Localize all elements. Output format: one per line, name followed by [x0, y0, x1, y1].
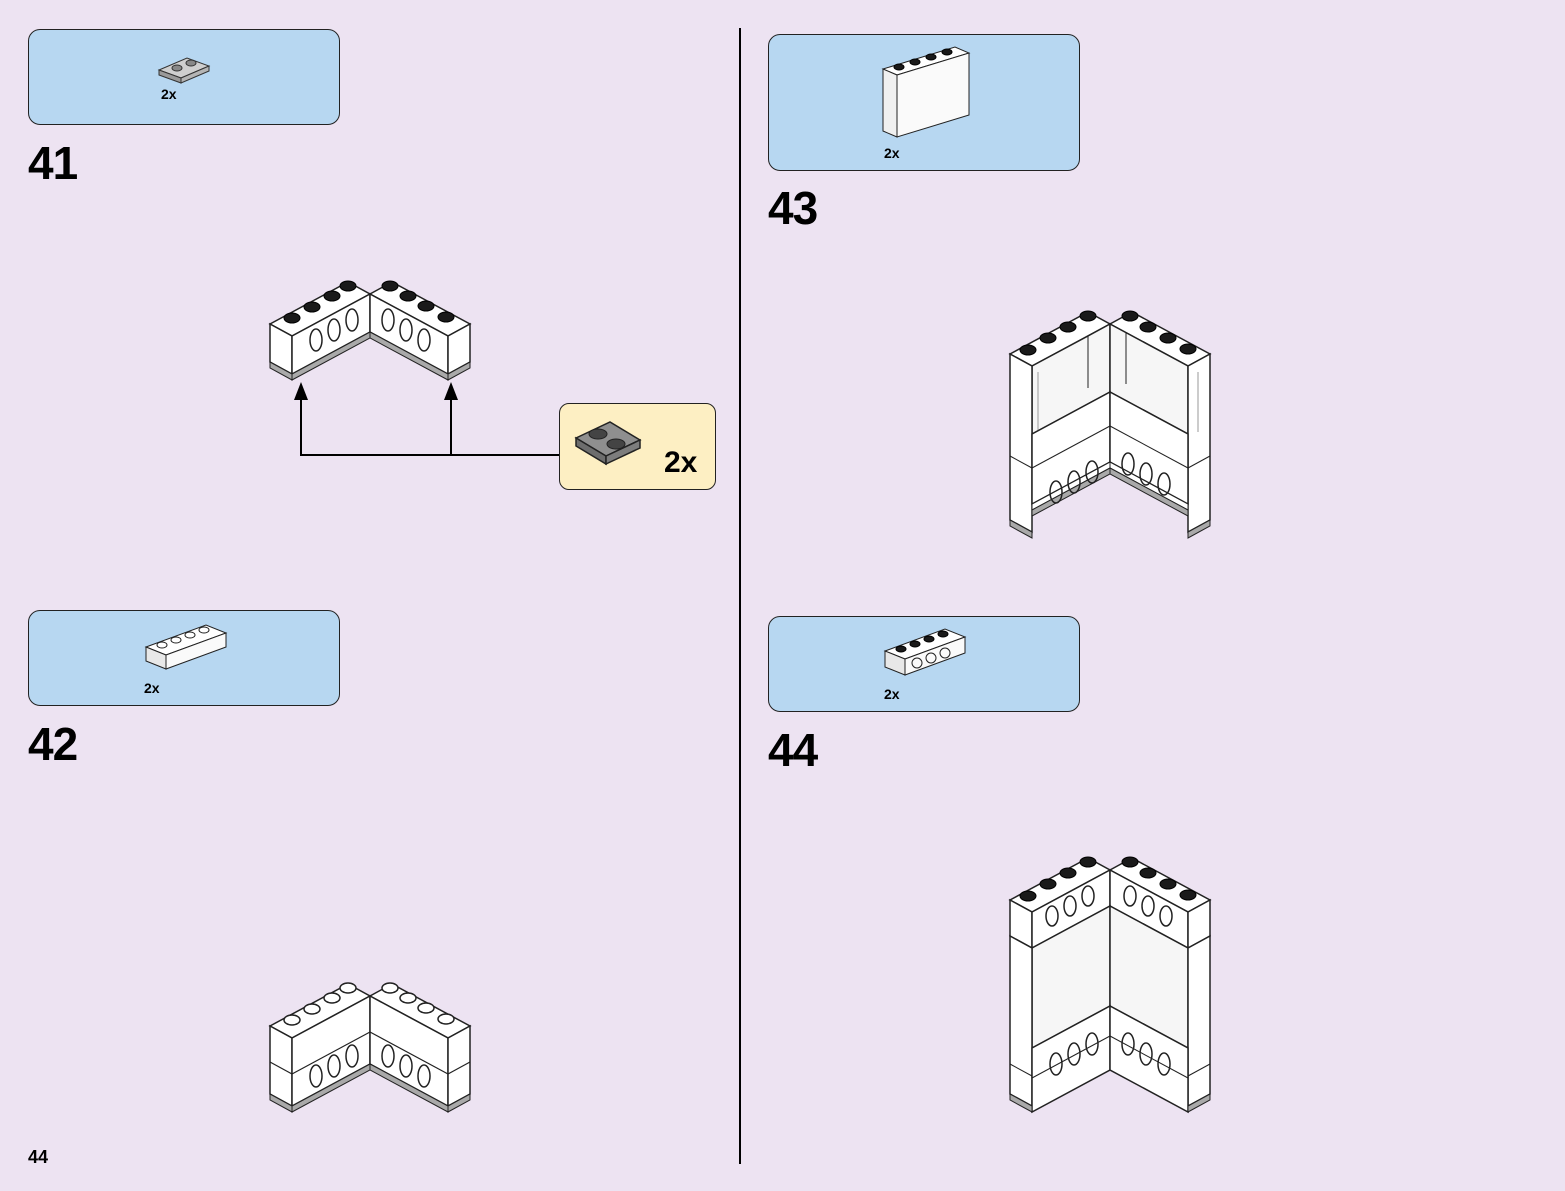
step-41-number: 41: [28, 137, 78, 189]
step-44-number: 44: [768, 724, 818, 776]
step-42-number: 42: [28, 718, 78, 770]
technic-brick-1x4-part-icon: [883, 628, 967, 676]
step-43-parts-box: 2x: [768, 34, 1080, 171]
step-41-parts-qty: 2x: [161, 86, 177, 102]
step-41-parts-box: 2x: [28, 29, 340, 125]
step-41-subassembly-callout: 2x: [559, 403, 716, 490]
step-43-number: 43: [768, 182, 818, 234]
step-42-model-illustration: [268, 982, 472, 1113]
step-41-connector-arrows: [294, 382, 560, 456]
step-44-parts-qty: 2x: [884, 686, 900, 702]
step-41-model-illustration: [268, 280, 472, 381]
step-44-model-illustration: [1008, 856, 1212, 1114]
brick-1x4-part-icon: [144, 624, 228, 670]
step-42-parts-qty: 2x: [144, 680, 160, 696]
step-43-model-illustration: [1008, 310, 1212, 539]
plate-1x2-dark-part-icon: [574, 421, 642, 466]
step-44-parts-box: 2x: [768, 616, 1080, 712]
step-43-parts-qty: 2x: [884, 145, 900, 161]
plate-1x2-part-icon: [157, 57, 211, 84]
page-number: 44: [28, 1147, 49, 1167]
panel-1x4x3-part-icon: [881, 46, 971, 138]
step-42-parts-box: 2x: [28, 610, 340, 706]
page-divider: [739, 28, 741, 1164]
callout-qty: 2x: [664, 446, 698, 479]
